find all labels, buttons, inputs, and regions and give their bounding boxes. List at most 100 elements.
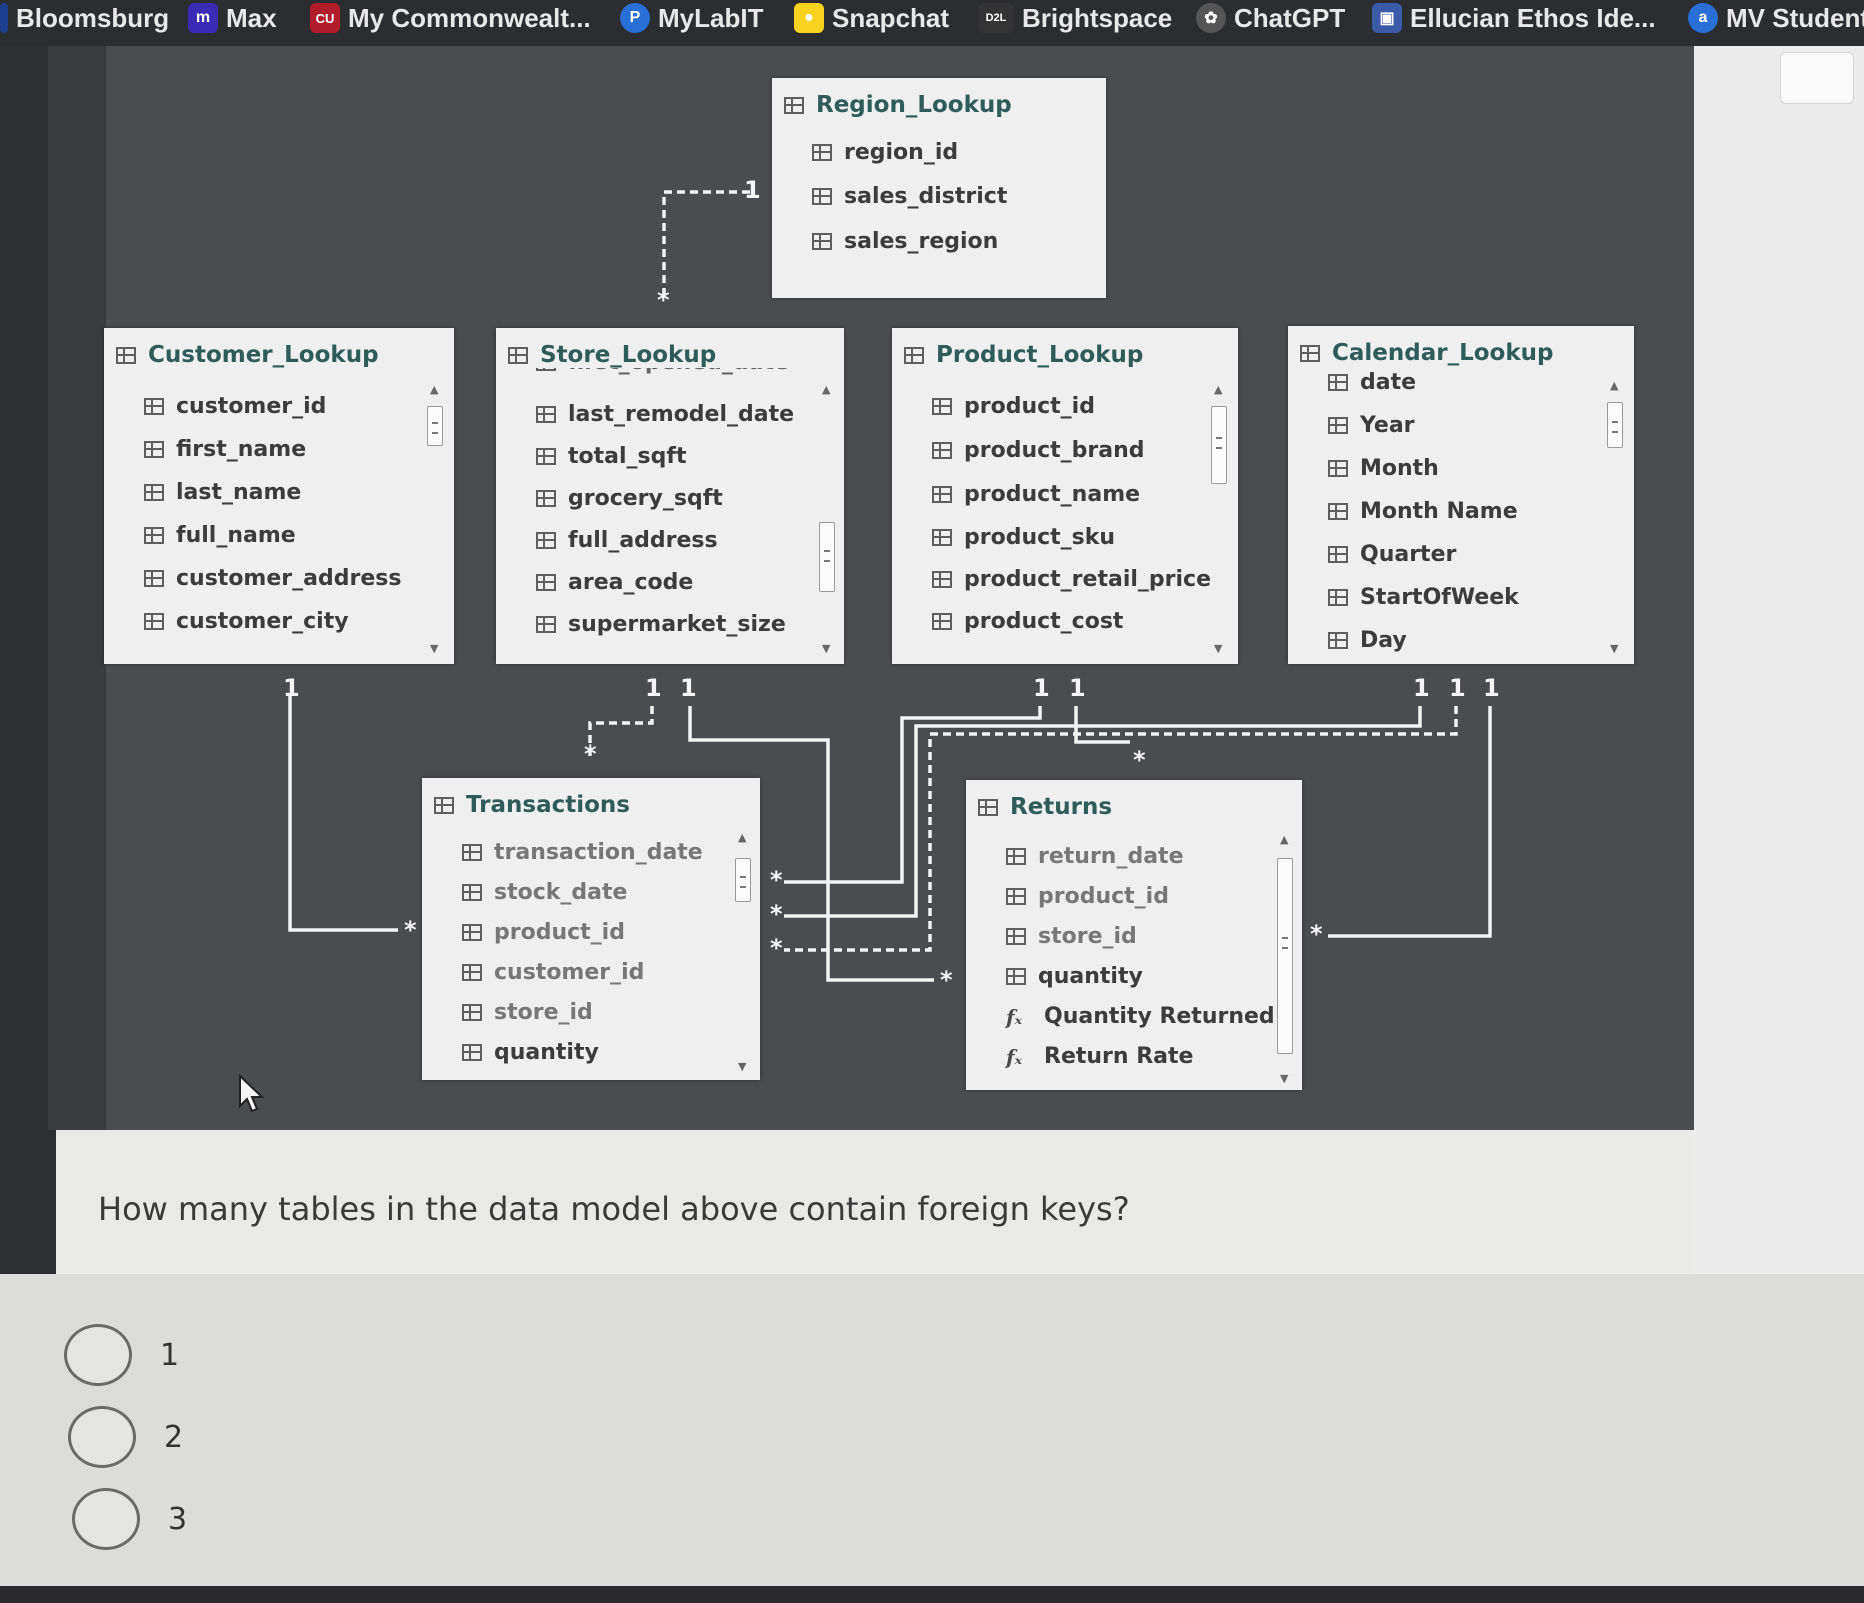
- field-row[interactable]: sales_region: [812, 229, 998, 254]
- table-customer-lookup[interactable]: Customer_Lookup customer_id first_name l…: [104, 328, 454, 664]
- scrollbar[interactable]: ▲ ▼: [426, 384, 446, 654]
- field-row[interactable]: last_remodel_date: [536, 402, 794, 427]
- answer-option-2[interactable]: 2: [68, 1406, 183, 1468]
- scroll-down-icon[interactable]: ▼: [430, 642, 439, 655]
- field-row[interactable]: quantity: [462, 1040, 599, 1065]
- scrollbar[interactable]: ▲ ▼: [1210, 384, 1230, 654]
- bookmark-bloomsburg[interactable]: Bloomsburg: [0, 0, 169, 36]
- field-row[interactable]: full_address: [536, 528, 718, 553]
- radio-button[interactable]: [68, 1406, 136, 1468]
- field-row[interactable]: product_id: [462, 920, 625, 945]
- scroll-down-icon[interactable]: ▼: [1280, 1072, 1289, 1085]
- scroll-thumb[interactable]: [1277, 858, 1293, 1054]
- mylabit-icon: P: [620, 3, 650, 33]
- field-row[interactable]: date: [1328, 370, 1416, 395]
- rel-one-label: 1: [1413, 674, 1430, 702]
- field-row[interactable]: product_name: [932, 482, 1140, 507]
- scroll-up-icon[interactable]: ▲: [822, 383, 831, 396]
- field-row[interactable]: Month Name: [1328, 499, 1518, 524]
- rel-many-label: *: [770, 900, 783, 928]
- field-row[interactable]: grocery_sqft: [536, 486, 723, 511]
- bookmark-chatgpt[interactable]: ✿ChatGPT: [1196, 0, 1345, 36]
- table-transactions[interactable]: Transactions transaction_date stock_date…: [422, 778, 760, 1080]
- field-row[interactable]: first_name: [144, 437, 306, 462]
- bookmark-snapchat[interactable]: ●Snapchat: [794, 0, 949, 36]
- scroll-up-icon[interactable]: ▲: [1280, 833, 1289, 846]
- scroll-up-icon[interactable]: ▲: [1214, 383, 1223, 396]
- field-row[interactable]: transaction_date: [462, 840, 703, 865]
- field-row[interactable]: sales_district: [812, 184, 1007, 209]
- radio-button[interactable]: [64, 1324, 132, 1386]
- field-row[interactable]: product_retail_price: [932, 567, 1211, 592]
- field-row[interactable]: product_sku: [932, 525, 1115, 550]
- table-region-lookup[interactable]: Region_Lookup region_id sales_district s…: [772, 78, 1106, 298]
- field-row[interactable]: customer_id: [144, 394, 326, 419]
- scrollbar[interactable]: ▲ ▼: [734, 832, 754, 1072]
- field-row[interactable]: area_code: [536, 570, 693, 595]
- field-row[interactable]: Year: [1328, 413, 1415, 438]
- bloomsburg-icon: [0, 3, 8, 33]
- scroll-up-icon[interactable]: ▲: [738, 831, 747, 844]
- field-icon: [932, 398, 952, 415]
- answer-option-1[interactable]: 1: [64, 1324, 179, 1386]
- scroll-down-icon[interactable]: ▼: [822, 642, 831, 655]
- field-row[interactable]: customer_city: [144, 609, 349, 634]
- field-row[interactable]: Month: [1328, 456, 1439, 481]
- scroll-thumb[interactable]: [819, 522, 835, 592]
- partial-field-row: first_opened_date: [536, 368, 796, 382]
- scrollbar[interactable]: ▲ ▼: [1606, 380, 1626, 654]
- field-row[interactable]: product_brand: [932, 438, 1145, 463]
- rel-one-label: 1: [744, 176, 761, 204]
- scroll-down-icon[interactable]: ▼: [738, 1060, 747, 1073]
- field-row[interactable]: StartOfWeek: [1328, 585, 1519, 610]
- field-row[interactable]: customer_address: [144, 566, 401, 591]
- table-calendar-lookup[interactable]: Calendar_Lookup date Year Month Month Na…: [1288, 326, 1634, 664]
- scroll-up-icon[interactable]: ▲: [1610, 379, 1619, 392]
- table-returns[interactable]: Returns return_date product_id store_id …: [966, 780, 1302, 1090]
- field-row[interactable]: store_id: [462, 1000, 593, 1025]
- field-row[interactable]: supermarket_size: [536, 612, 786, 637]
- field-row[interactable]: last_name: [144, 480, 301, 505]
- table-title: Customer_Lookup: [116, 342, 379, 368]
- field-row[interactable]: Day: [1328, 628, 1407, 653]
- scrollbar[interactable]: ▲ ▼: [1276, 834, 1296, 1084]
- field-row[interactable]: product_cost: [932, 609, 1123, 634]
- field-row[interactable]: product_id: [1006, 884, 1169, 909]
- field-icon: [144, 398, 164, 415]
- scroll-thumb[interactable]: [427, 406, 443, 446]
- field-row[interactable]: quantity: [1006, 964, 1143, 989]
- field-row[interactable]: store_id: [1006, 924, 1137, 949]
- radio-button[interactable]: [72, 1488, 140, 1550]
- scroll-thumb[interactable]: [1211, 406, 1227, 484]
- field-row[interactable]: region_id: [812, 140, 958, 165]
- scroll-down-icon[interactable]: ▼: [1610, 642, 1619, 655]
- field-row[interactable]: total_sqft: [536, 444, 686, 469]
- scroll-thumb[interactable]: [1607, 402, 1623, 448]
- answer-option-3[interactable]: 3: [72, 1488, 187, 1550]
- scroll-down-icon[interactable]: ▼: [1214, 642, 1223, 655]
- table-product-lookup[interactable]: Product_Lookup product_id product_brand …: [892, 328, 1238, 664]
- field-icon: [1328, 374, 1348, 391]
- scroll-thumb[interactable]: [735, 858, 751, 902]
- table-title: Product_Lookup: [904, 342, 1143, 368]
- field-row[interactable]: Quarter: [1328, 542, 1456, 567]
- table-icon: [1300, 344, 1320, 362]
- scroll-up-icon[interactable]: ▲: [430, 383, 439, 396]
- bookmark-ellucian[interactable]: ▣Ellucian Ethos Ide...: [1372, 0, 1656, 36]
- field-row[interactable]: return_date: [1006, 844, 1184, 869]
- field-row[interactable]: stock_date: [462, 880, 627, 905]
- table-icon: [978, 798, 998, 816]
- scrollbar[interactable]: ▲ ▼: [818, 384, 838, 654]
- field-row[interactable]: product_id: [932, 394, 1095, 419]
- field-icon: [144, 527, 164, 544]
- field-row[interactable]: full_name: [144, 523, 296, 548]
- field-row[interactable]: customer_id: [462, 960, 644, 985]
- table-store-lookup[interactable]: Store_Lookup first_opened_date last_remo…: [496, 328, 844, 664]
